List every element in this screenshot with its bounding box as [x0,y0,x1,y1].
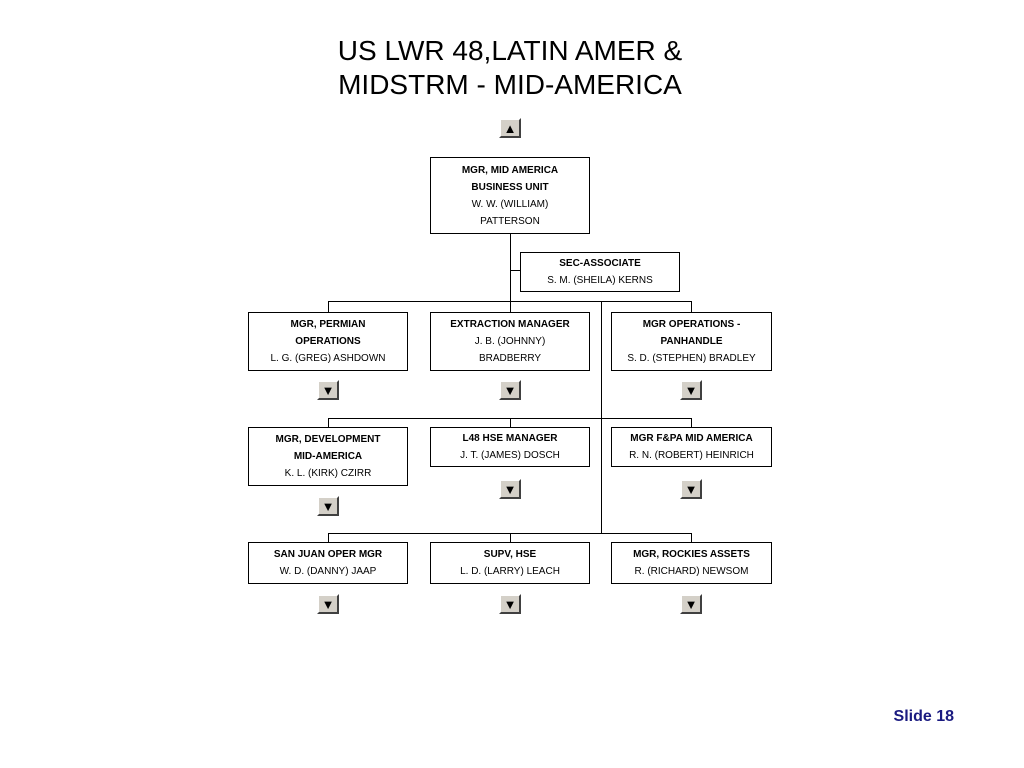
triangle-down-icon: ▼ [503,481,517,497]
node-person: R. N. (ROBERT) HEINRICH [629,450,754,461]
slide-number: Slide 18 [893,708,954,725]
node-role: MGR, DEVELOPMENT MID-AMERICA [275,434,381,462]
org-node-san-juan[interactable]: SAN JUAN OPER MGR W. D. (DANNY) JAAP [248,542,408,584]
triangle-down-icon: ▼ [321,382,335,398]
expand-supv-hse-button[interactable]: ▼ [499,594,521,614]
node-person: L. D. (LARRY) LEACH [460,566,560,577]
node-role: SUPV, HSE [483,549,537,560]
expand-extraction-button[interactable]: ▼ [499,380,521,400]
node-role: MGR, PERMIAN OPERATIONS [290,319,366,347]
node-person: J. B. (JOHNNY) BRADBERRY [474,336,546,364]
triangle-down-icon: ▼ [684,481,698,497]
org-node-extraction[interactable]: EXTRACTION MANAGER J. B. (JOHNNY) BRADBE… [430,312,590,371]
node-person: W. D. (DANNY) JAAP [279,566,377,577]
expand-panhandle-button[interactable]: ▼ [680,380,702,400]
node-person: R. (RICHARD) NEWSOM [634,566,749,577]
node-person: W. W. (WILLIAM) PATTERSON [471,198,549,227]
node-role: MGR F&PA MID AMERICA [630,433,753,444]
triangle-down-icon: ▼ [321,596,335,612]
expand-san-juan-button[interactable]: ▼ [317,594,339,614]
expand-fpa-button[interactable]: ▼ [680,479,702,499]
nav-up-button[interactable]: ▲ [499,118,521,138]
expand-permian-button[interactable]: ▼ [317,380,339,400]
slide-title-line-2: MIDSTRM - MID-AMERICA [338,69,682,100]
triangle-down-icon: ▼ [321,498,335,514]
expand-hse-manager-button[interactable]: ▼ [499,479,521,499]
triangle-up-icon: ▲ [503,120,517,136]
triangle-down-icon: ▼ [503,596,517,612]
node-person: J. T. (JAMES) DOSCH [460,450,560,461]
node-person: K. L. (KIRK) CZIRR [284,468,372,479]
triangle-down-icon: ▼ [684,382,698,398]
node-role: L48 HSE MANAGER [462,433,558,444]
node-role: SEC-ASSOCIATE [559,258,641,269]
slide-title-line-1: US LWR 48,LATIN AMER & [337,35,683,66]
org-node-supv-hse[interactable]: SUPV, HSE L. D. (LARRY) LEACH [430,542,590,584]
node-person: S. D. (STEPHEN) BRADLEY [627,353,756,364]
node-role: MGR, ROCKIES ASSETS [633,549,750,560]
org-node-development[interactable]: MGR, DEVELOPMENT MID-AMERICA K. L. (KIRK… [248,427,408,486]
node-person: S. M. (SHEILA) KERNS [547,275,653,286]
node-role: SAN JUAN OPER MGR [273,549,383,560]
org-node-hse-manager[interactable]: L48 HSE MANAGER J. T. (JAMES) DOSCH [430,427,590,467]
org-node-panhandle[interactable]: MGR OPERATIONS - PANHANDLE S. D. (STEPHE… [611,312,772,371]
triangle-down-icon: ▼ [503,382,517,398]
org-node-rockies[interactable]: MGR, ROCKIES ASSETS R. (RICHARD) NEWSOM [611,542,772,584]
org-node-fpa[interactable]: MGR F&PA MID AMERICA R. N. (ROBERT) HEIN… [611,427,772,467]
expand-development-button[interactable]: ▼ [317,496,339,516]
node-role: MGR OPERATIONS - PANHANDLE [642,319,741,347]
node-role: MGR, MID AMERICA BUSINESS UNIT [461,164,559,193]
node-role: EXTRACTION MANAGER [450,319,570,330]
org-node-sec-associate[interactable]: SEC-ASSOCIATE S. M. (SHEILA) KERNS [520,252,680,292]
node-person: L. G. (GREG) ASHDOWN [270,353,386,364]
expand-rockies-button[interactable]: ▼ [680,594,702,614]
triangle-down-icon: ▼ [684,596,698,612]
org-node-permian[interactable]: MGR, PERMIAN OPERATIONS L. G. (GREG) ASH… [248,312,408,371]
org-node-top-manager[interactable]: MGR, MID AMERICA BUSINESS UNIT W. W. (WI… [430,157,590,234]
